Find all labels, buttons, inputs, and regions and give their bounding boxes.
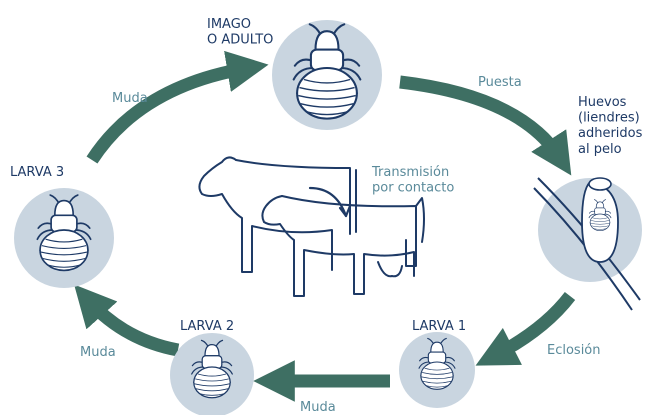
larva1-circle xyxy=(399,332,475,408)
arrow-label-hatching: Eclosión xyxy=(547,343,601,358)
stage-label-larva3: LARVA 3 xyxy=(10,165,64,180)
arrow-label-molt-left: Muda xyxy=(80,345,116,360)
arrow-label-molt-bottom: Muda xyxy=(300,400,336,415)
cattle-illustration xyxy=(198,156,425,297)
cycle-arrows xyxy=(74,50,576,402)
larva2-circle xyxy=(170,333,254,415)
arrow-label-molt-top: Muda xyxy=(112,91,148,106)
arrow-label-laying: Puesta xyxy=(478,75,522,90)
arrow-molt-left xyxy=(74,284,180,357)
arrow-hatching xyxy=(475,291,576,366)
arrow-molt-top xyxy=(86,50,269,164)
arrow-laying xyxy=(399,75,572,176)
stage-label-larva2: LARVA 2 xyxy=(180,319,234,334)
larva3-circle xyxy=(14,188,114,288)
eggs-circle xyxy=(533,177,642,311)
adult-circle xyxy=(272,20,382,130)
stage-label-larva1: LARVA 1 xyxy=(412,319,466,334)
